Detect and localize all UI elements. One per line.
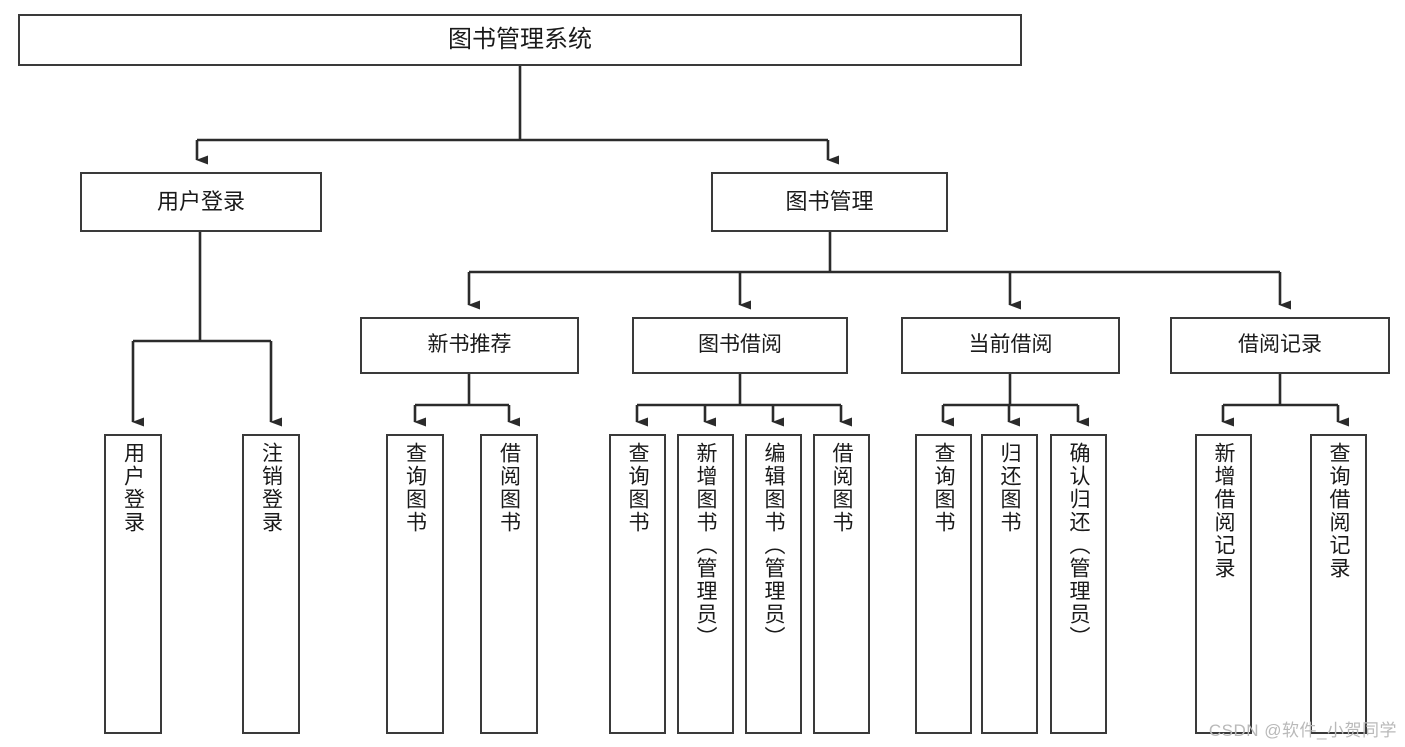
node-label: 当前借阅 xyxy=(968,333,1053,357)
leaf-query-book-current[interactable]: 查询图书 xyxy=(915,434,972,734)
node-book-borrow[interactable]: 图书借阅 xyxy=(632,317,848,374)
node-label: 归还图书 xyxy=(998,442,1021,534)
leaf-borrow-book-new[interactable]: 借阅图书 xyxy=(480,434,538,734)
node-label: 借阅图书 xyxy=(830,442,853,534)
leaf-logout[interactable]: 注销登录 xyxy=(242,434,300,734)
leaf-query-book-new[interactable]: 查询图书 xyxy=(386,434,444,734)
node-label: 用户登录 xyxy=(156,189,245,215)
node-book-management[interactable]: 图书管理 xyxy=(711,172,948,232)
node-root-system[interactable]: 图书管理系统 xyxy=(18,14,1022,66)
node-current-borrow[interactable]: 当前借阅 xyxy=(901,317,1120,374)
watermark-text: CSDN @软件_小贺同学 xyxy=(1208,721,1397,740)
node-user-login[interactable]: 用户登录 xyxy=(80,172,322,232)
leaf-user-login[interactable]: 用户登录 xyxy=(104,434,162,734)
node-label: 新书推荐 xyxy=(427,333,512,357)
leaf-query-book-borrow[interactable]: 查询图书 xyxy=(609,434,666,734)
node-label: 查询借阅记录 xyxy=(1327,442,1350,580)
node-label: 借阅记录 xyxy=(1238,333,1322,357)
node-new-book-recommend[interactable]: 新书推荐 xyxy=(360,317,579,374)
node-label: 新增借阅记录 xyxy=(1212,442,1235,580)
leaf-add-borrow-record[interactable]: 新增借阅记录 xyxy=(1195,434,1252,734)
leaf-borrow-book[interactable]: 借阅图书 xyxy=(813,434,870,734)
leaf-add-book-admin[interactable]: 新增图书（管理员） xyxy=(677,434,734,734)
node-label: 查询图书 xyxy=(626,442,649,534)
leaf-confirm-return-admin[interactable]: 确认归还（管理员） xyxy=(1050,434,1107,734)
node-label: 确认归还（管理员） xyxy=(1067,442,1090,649)
leaf-return-book[interactable]: 归还图书 xyxy=(981,434,1038,734)
node-label: 借阅图书 xyxy=(497,442,521,534)
node-label: 图书管理 xyxy=(785,189,874,215)
node-label: 注销登录 xyxy=(259,442,283,534)
node-borrow-record[interactable]: 借阅记录 xyxy=(1170,317,1390,374)
node-label: 编辑图书（管理员） xyxy=(762,442,785,649)
node-label: 查询图书 xyxy=(932,442,955,534)
node-label: 查询图书 xyxy=(403,442,427,534)
node-label: 图书管理系统 xyxy=(448,26,592,54)
leaf-edit-book-admin[interactable]: 编辑图书（管理员） xyxy=(745,434,802,734)
node-label: 图书借阅 xyxy=(698,333,782,357)
node-label: 新增图书（管理员） xyxy=(694,442,717,649)
node-label: 用户登录 xyxy=(121,442,145,534)
leaf-query-borrow-record[interactable]: 查询借阅记录 xyxy=(1310,434,1367,734)
